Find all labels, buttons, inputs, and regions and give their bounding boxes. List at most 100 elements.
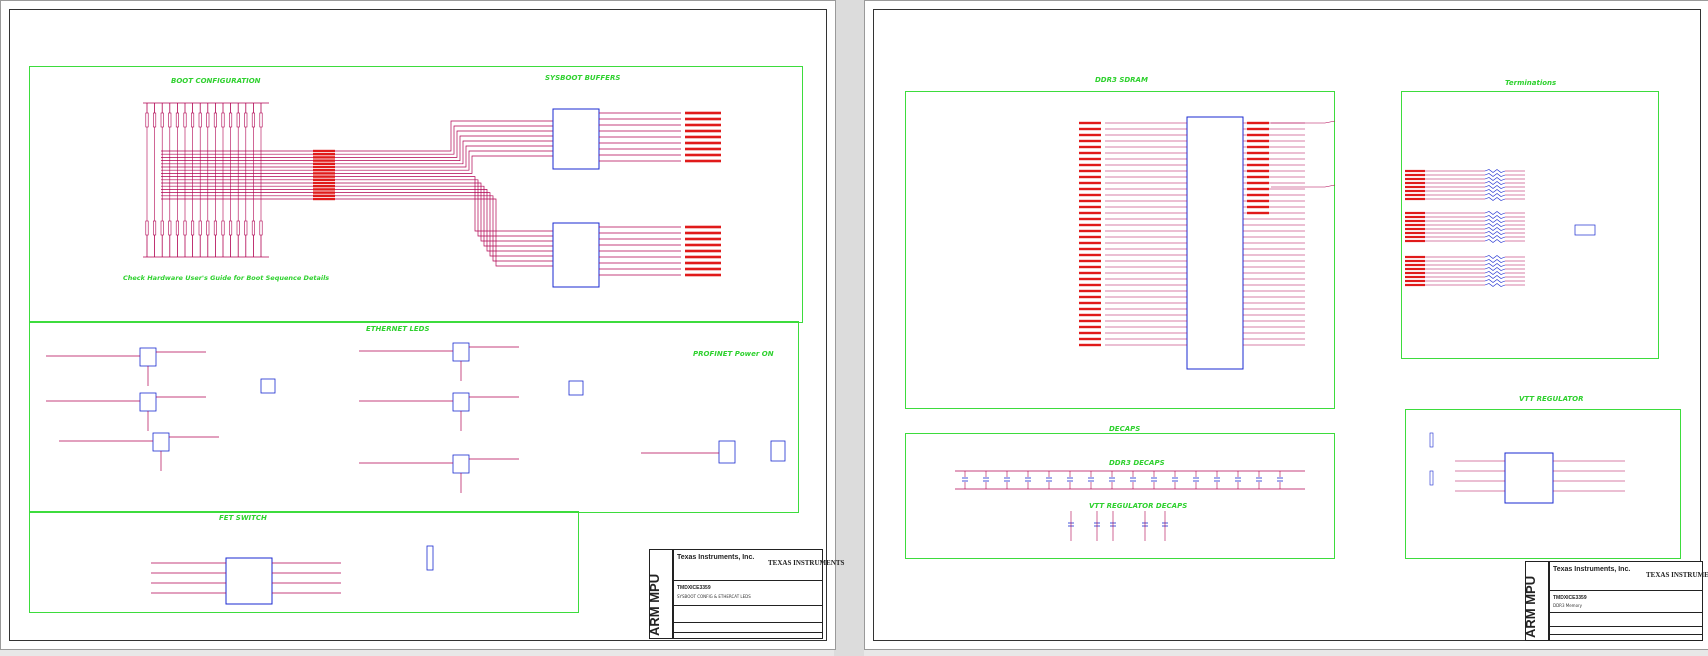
termination-resistor: [1484, 173, 1506, 177]
termination-resistor: [1484, 239, 1506, 243]
termination-resistor: [1484, 211, 1506, 215]
led-transistor: [139, 347, 157, 367]
termination-net: [1405, 177, 1425, 181]
zone-ddr3-sdram: [905, 91, 1335, 409]
boot-pulldown-resistor: [183, 220, 187, 236]
boot-bus-wire: [161, 125, 553, 155]
ddr3-data-net: [1247, 127, 1269, 131]
ddr3-address-net: [1079, 205, 1101, 209]
boot-pullup-resistor: [251, 112, 255, 128]
boot-pullup-resistor: [160, 112, 164, 128]
boot-pullup-resistor: [175, 112, 179, 128]
buffer-output-net-label: [685, 225, 721, 229]
sheet-border: [9, 9, 827, 641]
boot-bus-wire: [161, 155, 553, 174]
vtt-resistor: [1429, 470, 1434, 486]
sheet-border: [873, 9, 1701, 641]
boot-bus-wire: [161, 120, 553, 152]
buffer-output-net-label: [685, 135, 721, 139]
ddr3-address-net: [1079, 313, 1101, 317]
zone-ethernet-leds: [29, 321, 799, 513]
ddr3-address-net: [1079, 199, 1101, 203]
ddr3-address-net: [1079, 289, 1101, 293]
ti-logo-icon: TEXAS INSTRUMENTS: [768, 559, 845, 567]
termination-resistor: [1484, 235, 1506, 239]
termination-resistor: [1484, 227, 1506, 231]
boot-bus-wire: [161, 189, 553, 252]
termination-net: [1405, 173, 1425, 177]
boot-bus-wire: [161, 140, 553, 165]
ddr3-data-net: [1247, 145, 1269, 149]
led-transistor: [152, 432, 170, 452]
termination-resistor: [1484, 189, 1506, 193]
title-block-board: TMDXICE3359: [1553, 595, 1587, 601]
ddr3-address-net: [1079, 145, 1101, 149]
ddr3-data-net: [1247, 139, 1269, 143]
title-block-company: Texas Instruments, Inc.: [677, 554, 755, 561]
ddr3-data-net: [1247, 121, 1269, 125]
ddr3-data-net: [1247, 169, 1269, 173]
termination-resistor: [1484, 283, 1506, 287]
boot-pulldown-resistor: [221, 220, 225, 236]
buffer-output-net-label: [685, 141, 721, 145]
ddr3-address-net: [1079, 175, 1101, 179]
title-block-vertical-label: ARM MPU: [1523, 575, 1538, 638]
termination-net: [1405, 263, 1425, 267]
title-block-sheet-title: SYSBOOT CONFIG & ETHERCAT LEDS: [677, 594, 751, 599]
boot-pullup-resistor: [236, 112, 240, 128]
ddr3-data-net: [1247, 163, 1269, 167]
ddr3-address-net: [1079, 223, 1101, 227]
termination-net: [1405, 219, 1425, 223]
boot-bus-wire: [161, 179, 553, 237]
buffer-output-net-label: [685, 273, 721, 277]
ddr3-address-net: [1079, 241, 1101, 245]
termination-net: [1405, 283, 1425, 287]
led-connector-1: [260, 378, 276, 394]
ddr3-address-net: [1079, 319, 1101, 323]
boot-bus-wire: [161, 192, 553, 257]
termination-net: [1405, 279, 1425, 283]
termination-resistor: [1484, 231, 1506, 235]
title-block-company: Texas Instruments, Inc.: [1553, 566, 1631, 573]
ddr3-data-net: [1247, 199, 1269, 203]
boot-net-label: [313, 178, 335, 181]
boot-resistor-array: [145, 103, 263, 257]
boot-pullup-resistor: [183, 112, 187, 128]
termination-resistor: [1484, 197, 1506, 201]
termination-net: [1405, 223, 1425, 227]
boot-net-label: [313, 172, 335, 175]
ddr3-address-net: [1079, 139, 1101, 143]
boot-net-label: [313, 156, 335, 159]
ddr3-address-net: [1079, 187, 1101, 191]
buffer-output-net-label: [685, 147, 721, 151]
termination-resistor: [1484, 259, 1506, 263]
ddr3-dqs1-wire: [1271, 184, 1336, 188]
termination-net: [1405, 259, 1425, 263]
ddr3-sdram-chip: [1186, 116, 1244, 370]
boot-net-label: [313, 197, 335, 201]
led-transistor: [452, 342, 470, 362]
ddr3-right-nets: [1243, 120, 1336, 346]
boot-pullup-resistor: [168, 112, 172, 128]
ddr3-address-net: [1079, 163, 1101, 167]
vtt-regulator-circuit: [1429, 432, 1625, 504]
termination-resistor: [1484, 177, 1506, 181]
ddr3-data-net: [1247, 157, 1269, 161]
termination-net: [1405, 197, 1425, 201]
boot-net-label: [313, 191, 335, 194]
boot-pulldown-resistor: [213, 220, 217, 236]
ddr3-address-net: [1079, 307, 1101, 311]
buffer-output-net-label: [685, 123, 721, 127]
sheet-gap: [834, 0, 864, 656]
ethernet-leds-title: ETHERNET LEDS: [366, 325, 430, 333]
termination-resistor: [1484, 215, 1506, 219]
boot-bus-wire: [161, 182, 553, 242]
termination-resistor: [1484, 181, 1506, 185]
boot-net-label: [313, 169, 335, 172]
boot-pulldown-resistor: [244, 220, 248, 236]
boot-pullup-resistor: [153, 112, 157, 128]
ddr3-address-net: [1079, 229, 1101, 233]
buffer-output-net-label: [685, 249, 721, 253]
ddr3-address-net: [1079, 121, 1101, 125]
ddr3-address-net: [1079, 253, 1101, 257]
